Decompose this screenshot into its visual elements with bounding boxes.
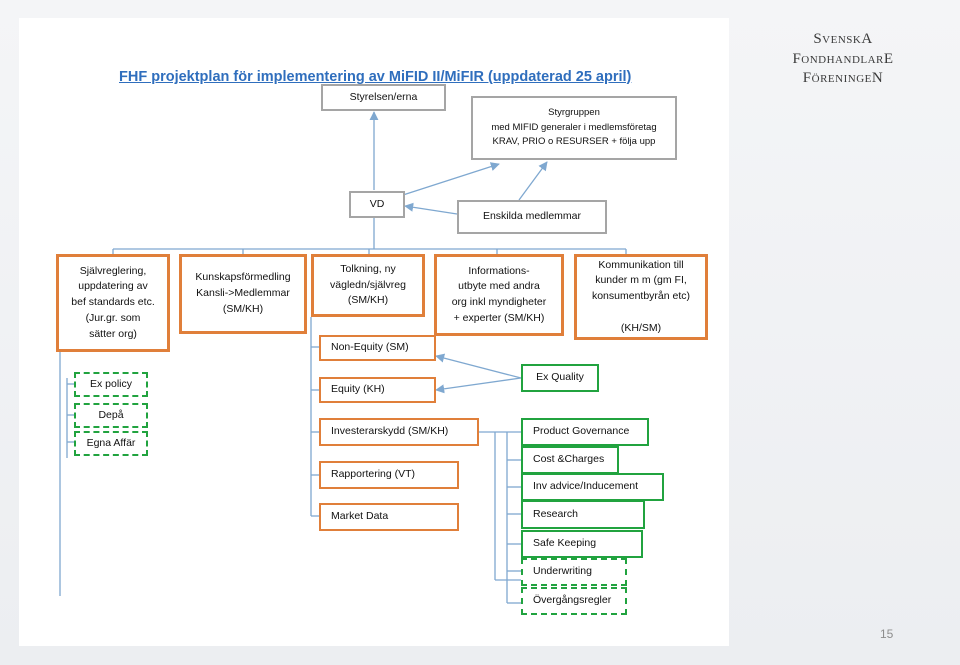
- investor-protection-item-label: Product Governance: [533, 425, 630, 438]
- self-regulation-item: Egna Affär: [74, 431, 148, 456]
- self-regulation-item-label: Ex policy: [89, 377, 132, 390]
- ex-quality-label: Ex Quality: [536, 371, 584, 384]
- investor-protection-item-label: Inv advice/Inducement: [533, 480, 639, 493]
- interpretation-item: Non-Equity (SM): [319, 335, 436, 361]
- logo-line: FondhandlarE: [792, 50, 894, 67]
- investor-protection-item: Research: [521, 500, 645, 529]
- steering-group-box: Styrgruppen med MIFID generaler i medlem…: [471, 96, 677, 160]
- investor-protection-item: Product Governance: [521, 418, 649, 446]
- individual-members-label: Enskilda medlemmar: [482, 210, 582, 223]
- investor-protection-item: Underwriting: [521, 558, 627, 586]
- ex-quality-box: Ex Quality: [521, 364, 599, 392]
- connector-lines: [59, 111, 627, 604]
- workstream-interpretation: Tolkning, ny vägledn/självreg (SM/KH): [311, 254, 425, 317]
- investor-protection-item-label: Övergångsregler: [533, 594, 612, 607]
- workstream-interpretation-label: Tolkning, ny vägledn/självreg (SM/KH): [330, 262, 406, 307]
- logo-line: FöreningeN: [802, 70, 884, 86]
- individual-members-box: Enskilda medlemmar: [457, 200, 607, 234]
- interpretation-item: Rapportering (VT): [319, 461, 459, 489]
- workstream-self-regulation-label: Självreglering, uppdatering av bef stand…: [71, 264, 155, 340]
- workstream-communication: Kommunikation till kunder m m (gm FI, ko…: [574, 254, 708, 340]
- investor-protection-item: Övergångsregler: [521, 587, 627, 615]
- investor-protection-item-label: Safe Keeping: [533, 537, 597, 550]
- self-regulation-item: Depå: [74, 403, 148, 428]
- page-number: 15: [880, 627, 894, 641]
- self-regulation-item-label: Depå: [98, 408, 124, 421]
- steering-group-label: Styrgruppen med MIFID generaler i medlem…: [491, 106, 657, 148]
- ceo-box: VD: [349, 191, 405, 218]
- workstream-information-exchange: Informations- utbyte med andra org inkl …: [434, 254, 564, 336]
- board-label: Styrelsen/erna: [349, 90, 418, 103]
- interpretation-item-label: Investerarskydd (SM/KH): [331, 425, 449, 438]
- interpretation-item-label: Market Data: [331, 510, 389, 523]
- organization-logo: SvenskA FondhandlarE FöreningeN: [768, 30, 918, 89]
- slide: FHF projektplan för implementering av Mi…: [19, 18, 729, 646]
- investor-protection-item-label: Underwriting: [533, 565, 592, 578]
- workstream-knowledge-transfer: Kunskapsförmedling Kansli->Medlemmar (SM…: [179, 254, 307, 334]
- workstream-self-regulation: Självreglering, uppdatering av bef stand…: [56, 254, 170, 352]
- investor-protection-item-label: Research: [533, 507, 578, 520]
- workstream-knowledge-transfer-label: Kunskapsförmedling Kansli->Medlemmar (SM…: [195, 271, 291, 315]
- self-regulation-item-label: Egna Affär: [86, 436, 136, 449]
- logo-line: SvenskA: [813, 31, 873, 47]
- ceo-label: VD: [369, 197, 385, 210]
- interpretation-item-label: Rapportering (VT): [331, 468, 416, 481]
- investor-protection-item: Safe Keeping: [521, 530, 643, 558]
- slide-title: FHF projektplan för implementering av Mi…: [119, 69, 632, 85]
- self-regulation-item: Ex policy: [74, 372, 148, 397]
- investor-protection-item: Cost &Charges: [521, 446, 619, 474]
- interpretation-item-label: Non-Equity (SM): [331, 341, 409, 354]
- interpretation-item-label: Equity (KH): [331, 383, 385, 396]
- investor-protection-item-label: Cost &Charges: [533, 453, 605, 466]
- board-box: Styrelsen/erna: [321, 84, 446, 111]
- interpretation-item: Investerarskydd (SM/KH): [319, 418, 479, 446]
- workstream-information-exchange-label: Informations- utbyte med andra org inkl …: [451, 264, 547, 324]
- workstream-communication-label: Kommunikation till kunder m m (gm FI, ko…: [591, 258, 691, 334]
- investor-protection-item: Inv advice/Inducement: [521, 473, 664, 501]
- interpretation-item: Market Data: [319, 503, 459, 531]
- interpretation-item: Equity (KH): [319, 377, 436, 403]
